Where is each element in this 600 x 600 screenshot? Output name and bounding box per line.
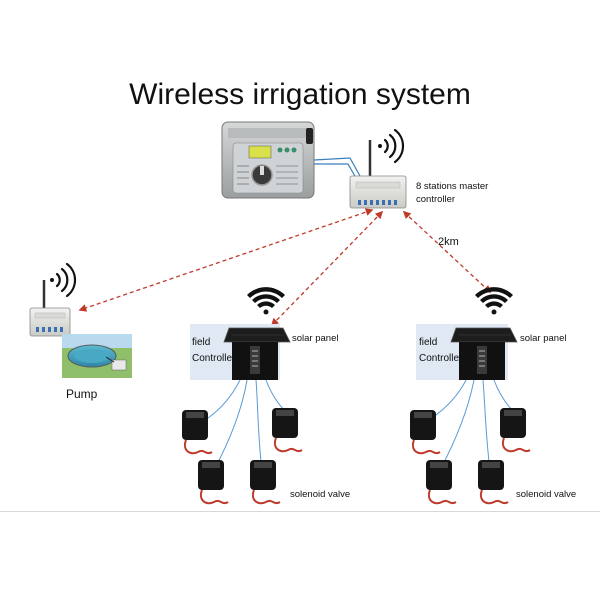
master-controller-label: 8 stations master controller	[416, 180, 488, 206]
pump-label: Pump	[66, 387, 98, 401]
field1-label-line1: field	[192, 337, 211, 348]
main-controller-unit	[221, 121, 361, 199]
field2-label-line2: Controller	[419, 353, 463, 364]
link-master-to-field1	[270, 210, 384, 327]
field1-label-line2: Controller	[192, 353, 236, 364]
field1-valve-label: solenoid valve	[290, 489, 351, 500]
solenoid-valve	[198, 460, 229, 505]
distance-label: 2km	[438, 236, 459, 248]
field1-solar-label: solar panel	[292, 333, 339, 344]
field-controller-2	[410, 287, 531, 505]
field-controller-1	[182, 287, 303, 505]
solenoid-valve	[500, 408, 531, 453]
field2-valve-label: solenoid valve	[516, 489, 577, 500]
wifi-icon	[378, 128, 405, 164]
field2-solar-label: solar panel	[520, 333, 567, 344]
bottom-divider	[0, 511, 600, 512]
wifi-icon	[247, 287, 285, 315]
pump-wireless-module	[29, 262, 77, 337]
solenoid-valve	[426, 460, 457, 505]
diagram-title: Wireless irrigation system	[129, 78, 471, 111]
wireless-links	[78, 208, 492, 327]
master-wireless-module	[349, 128, 407, 209]
solenoid-valve	[272, 408, 303, 453]
link-master-to-field2	[402, 210, 492, 294]
solenoid-valve	[182, 410, 213, 455]
wifi-icon	[50, 262, 77, 298]
wifi-icon	[475, 287, 513, 315]
solenoid-valve	[410, 410, 441, 455]
master-label-line1: 8 stations master	[416, 181, 489, 192]
solenoid-valve	[250, 460, 281, 505]
link-master-to-pump	[78, 208, 374, 312]
field1-box-label: field Controller	[192, 335, 235, 367]
solenoid-valve	[478, 460, 509, 505]
master-label-line2: controller	[416, 194, 456, 205]
field2-box-label: field Controller	[419, 335, 462, 367]
pump-reservoir-image	[62, 334, 132, 378]
field2-label-line1: field	[419, 337, 438, 348]
